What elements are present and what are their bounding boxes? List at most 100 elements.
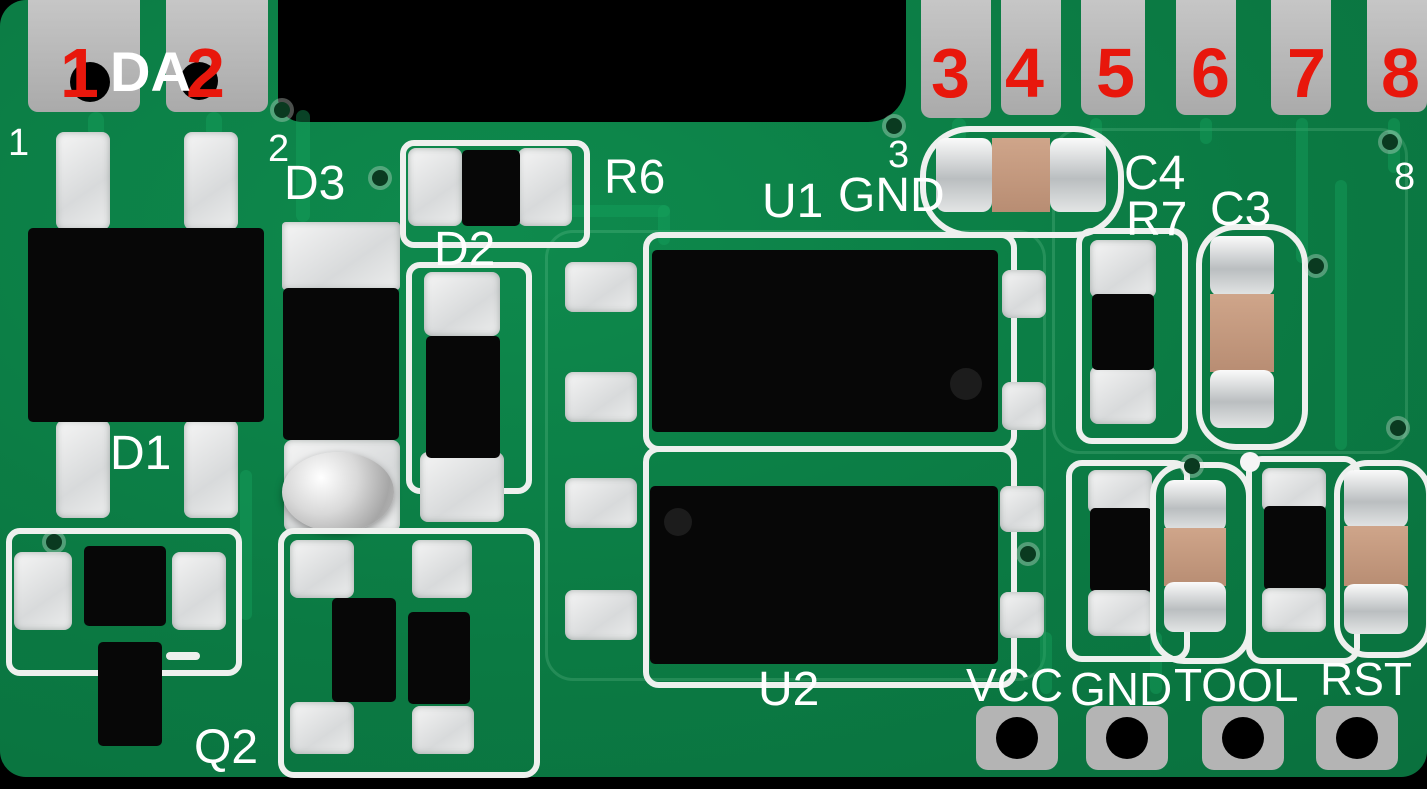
- solder-pad: [565, 590, 637, 640]
- solder-pad: [518, 148, 572, 226]
- solder-pad: [1262, 588, 1326, 632]
- castellated-pad-4: [1001, 0, 1061, 115]
- ic-pin1-dot-u1: [950, 368, 982, 400]
- solder-pad: [184, 132, 238, 230]
- component-body-d3: [283, 288, 399, 440]
- transistor-body-q2: [84, 546, 166, 626]
- trace: [296, 110, 310, 222]
- trace: [1296, 118, 1308, 263]
- castellated-pad-5: [1081, 0, 1145, 115]
- copper-pour-outline: [545, 230, 1046, 681]
- component-body: [1090, 508, 1152, 592]
- via: [886, 118, 902, 134]
- solder-pad: [420, 452, 504, 522]
- label-u1: U1: [762, 175, 824, 228]
- solder-pad: [172, 552, 226, 630]
- resistor-body-r6: [462, 150, 520, 226]
- castellated-pad-2: [166, 0, 268, 112]
- trace: [1040, 632, 1052, 694]
- label-r7: R7: [1126, 193, 1188, 246]
- solder-pad: [412, 706, 474, 754]
- silkscreen-outline-u2: [643, 446, 1017, 688]
- trace: [88, 112, 104, 138]
- silk-number-3: 3: [888, 134, 910, 176]
- pin-number-4: 4: [1005, 34, 1044, 112]
- silkscreen-outline-r6: [400, 140, 590, 248]
- solder-pad: [565, 478, 637, 528]
- solder-pad: [565, 372, 637, 422]
- solder-pad: [14, 552, 72, 630]
- solder-pad: [56, 420, 110, 518]
- label-da: DA: [110, 40, 191, 103]
- silk-number-8: 8: [1394, 156, 1416, 198]
- solder-pad: [1090, 366, 1156, 424]
- copper-pour-outline: [1052, 128, 1408, 454]
- solder-pad: [408, 148, 462, 226]
- ic-body-u2: [650, 486, 998, 664]
- via: [46, 534, 62, 550]
- transistor-tab-q2: [98, 642, 162, 746]
- component-body-d2: [426, 336, 500, 458]
- capacitor-terminal: [1050, 138, 1106, 212]
- solder-pad: [290, 702, 354, 754]
- castellated-pad-6: [1176, 0, 1236, 115]
- solder-pad: [1002, 382, 1046, 430]
- ic-body-d1: [28, 228, 264, 422]
- capacitor-terminal: [1164, 582, 1226, 632]
- trace: [206, 112, 222, 138]
- silkscreen-outline-c3: [1196, 224, 1308, 450]
- through-hole-vcc: [996, 717, 1038, 759]
- trace: [240, 470, 252, 620]
- capacitor-terminal: [1344, 470, 1408, 528]
- component-body: [408, 612, 470, 704]
- label-q2: Q2: [194, 721, 259, 774]
- label-vcc: VCC: [966, 659, 1064, 711]
- solder-pad: [282, 222, 400, 290]
- capacitor-terminal: [1344, 584, 1408, 634]
- via: [1184, 458, 1200, 474]
- pin-number-7: 7: [1287, 34, 1326, 112]
- capacitor-body-c4: [992, 138, 1050, 212]
- solder-pad: [1088, 470, 1152, 514]
- via: [372, 170, 388, 186]
- capacitor-terminal: [1164, 480, 1226, 532]
- ic-pin1-dot-u2: [664, 508, 692, 536]
- solder-blob: [282, 452, 394, 532]
- pin-number-1: 1: [60, 34, 99, 112]
- solder-pad: [565, 262, 637, 312]
- label-r6: R6: [604, 151, 666, 204]
- solder-pad: [184, 420, 238, 518]
- trace: [1335, 180, 1347, 450]
- solder-pad: [1000, 592, 1044, 638]
- castellation-hole: [180, 62, 218, 100]
- resistor-body-r7: [1092, 294, 1154, 370]
- label-d1: D1: [110, 427, 172, 480]
- label-d2: D2: [434, 223, 496, 276]
- pin-number-3: 3: [931, 34, 970, 112]
- label-c3: C3: [1210, 183, 1272, 236]
- solder-pad: [1262, 468, 1326, 512]
- label-d3: D3: [284, 157, 346, 210]
- component-body: [332, 598, 396, 702]
- capacitor-body: [1164, 528, 1226, 586]
- silkscreen-mark: [166, 652, 200, 660]
- trace: [1200, 118, 1212, 144]
- silkscreen-outline-c4: [920, 126, 1124, 238]
- solder-pad: [290, 540, 354, 598]
- label-rst: RST: [1320, 653, 1412, 705]
- label-u2: U2: [758, 663, 820, 716]
- pin-number-2: 2: [186, 34, 225, 112]
- silkscreen-outline-cluster: [278, 528, 540, 778]
- via: [1308, 258, 1324, 274]
- solder-pad: [424, 272, 500, 336]
- solder-pad: [1088, 590, 1152, 636]
- via: [274, 102, 290, 118]
- solder-pad: [412, 540, 472, 598]
- via: [1382, 134, 1398, 150]
- through-hole-gnd: [1106, 717, 1148, 759]
- solder-pad: [1002, 270, 1046, 318]
- component-body: [1264, 506, 1326, 590]
- board-top-notch: [278, 0, 906, 122]
- ic-body-u1: [652, 250, 998, 432]
